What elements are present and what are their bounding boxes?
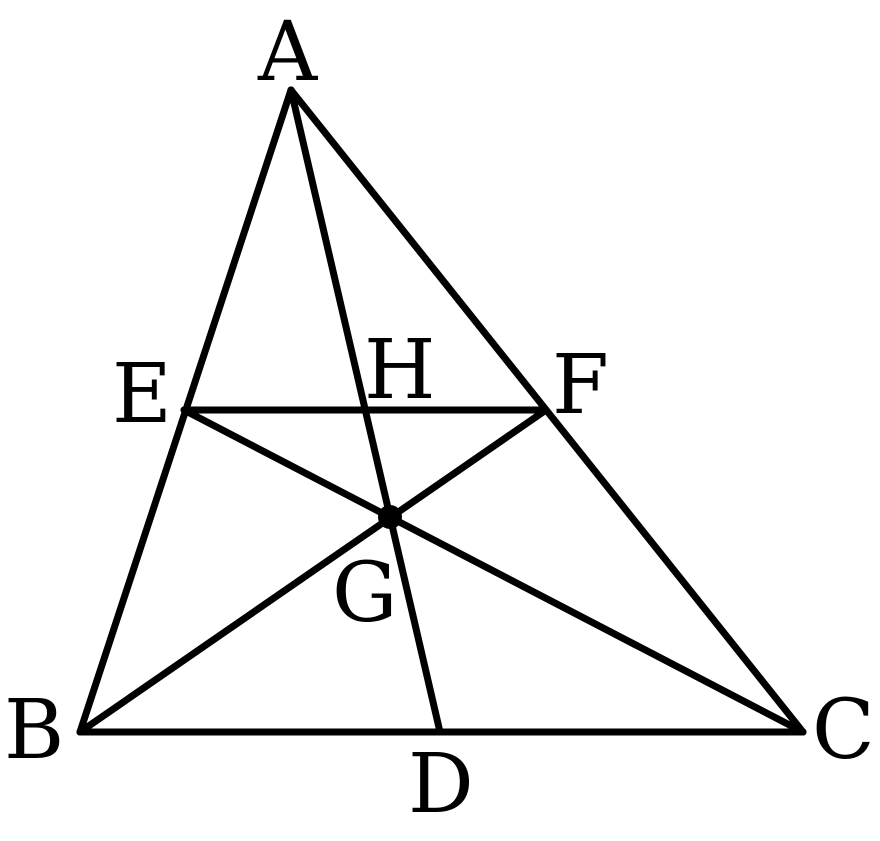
label-a: A xyxy=(257,5,319,100)
label-h: H xyxy=(364,323,436,418)
segment-ec xyxy=(180,406,807,736)
label-c: C xyxy=(812,683,875,778)
label-f: F xyxy=(552,338,609,433)
segment-bf xyxy=(76,406,550,736)
label-d: D xyxy=(408,737,474,832)
point-g-dot xyxy=(378,505,402,529)
label-g: G xyxy=(332,546,398,641)
label-b: B xyxy=(4,683,64,778)
label-e: E xyxy=(112,347,172,442)
